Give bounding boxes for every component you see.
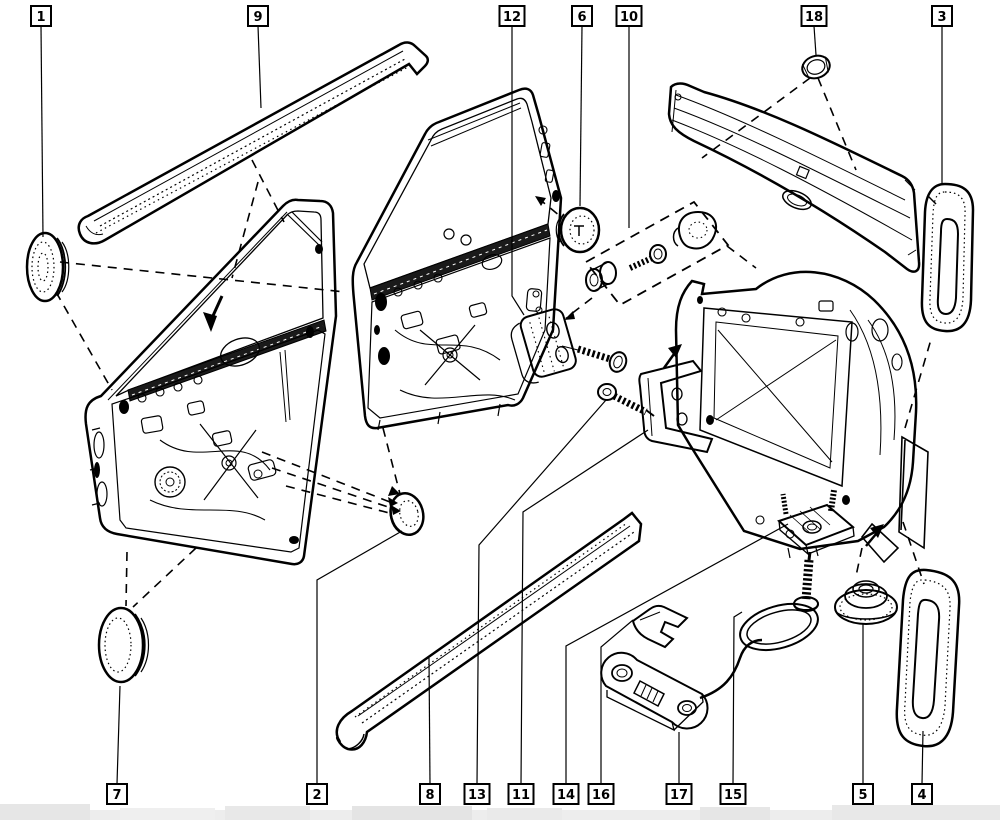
callout-box[interactable] bbox=[30, 5, 52, 27]
callout-leader-line bbox=[921, 730, 924, 785]
sill-trim-strip-upper bbox=[77, 41, 430, 245]
callout-number: 14 bbox=[557, 788, 575, 803]
callout-number: 3 bbox=[937, 10, 946, 25]
callout-leader-line bbox=[316, 530, 403, 784]
callout-number: 7 bbox=[112, 788, 121, 803]
callout-box[interactable] bbox=[852, 783, 874, 805]
callout-14[interactable]: 14 bbox=[552, 523, 789, 805]
oval-plug-upper bbox=[25, 231, 70, 303]
callout-leader-line bbox=[511, 26, 525, 316]
callout-number: 15 bbox=[724, 788, 742, 803]
front-door-assembly bbox=[84, 198, 338, 566]
callout-number: 17 bbox=[670, 788, 688, 803]
callout-box[interactable] bbox=[665, 783, 693, 805]
kit-grommet bbox=[672, 210, 717, 250]
callout-box[interactable] bbox=[247, 5, 269, 27]
oval-plug-lower bbox=[97, 606, 150, 684]
callout-layer: 1 9 12 6 10 18 3 7 2 8 13 11 14 16 17 15 5 4 bbox=[30, 5, 953, 805]
callout-number: 9 bbox=[253, 10, 262, 25]
callout-box[interactable] bbox=[911, 783, 933, 805]
callout-3[interactable]: 3 bbox=[931, 5, 953, 183]
callout-leader-line bbox=[257, 25, 262, 109]
callout-8[interactable]: 8 bbox=[419, 657, 441, 805]
quarter-seal-lower bbox=[895, 568, 961, 748]
callout-box[interactable] bbox=[106, 783, 128, 805]
callout-number: 1 bbox=[36, 10, 45, 25]
callout-leader-line bbox=[476, 399, 607, 785]
callout-box[interactable] bbox=[615, 5, 643, 27]
callout-box[interactable] bbox=[507, 783, 535, 805]
kit-bushing bbox=[585, 261, 617, 292]
direction-arrows bbox=[203, 196, 884, 547]
callout-5[interactable]: 5 bbox=[852, 624, 874, 805]
callout-box[interactable] bbox=[571, 5, 593, 27]
quarter-seal-upper bbox=[920, 182, 975, 333]
callout-box[interactable] bbox=[463, 783, 491, 805]
callout-number: 2 bbox=[312, 788, 321, 803]
fastener-kit-dashed-box bbox=[584, 200, 730, 307]
callout-12[interactable]: 12 bbox=[498, 5, 526, 316]
callout-leader-line bbox=[520, 429, 649, 785]
callout-16[interactable]: 16 bbox=[587, 619, 634, 805]
callout-18[interactable]: 18 bbox=[800, 5, 828, 56]
callout-number: 4 bbox=[917, 788, 926, 803]
callout-box[interactable] bbox=[800, 5, 828, 27]
kit-screw bbox=[628, 244, 667, 271]
callout-7[interactable]: 7 bbox=[106, 685, 128, 805]
callout-number: 8 bbox=[425, 788, 434, 803]
callout-leader-line bbox=[428, 657, 431, 785]
callout-number: 12 bbox=[503, 10, 521, 25]
callout-number: 6 bbox=[577, 10, 586, 25]
callout-17[interactable]: 17 bbox=[665, 732, 693, 805]
callout-15[interactable]: 15 bbox=[719, 611, 747, 805]
callout-leader-line bbox=[116, 685, 121, 785]
check-bracket-screw bbox=[597, 383, 655, 417]
callout-13[interactable]: 13 bbox=[463, 399, 607, 805]
callout-leader-line bbox=[600, 619, 634, 784]
callout-box[interactable] bbox=[306, 783, 328, 805]
callout-box[interactable] bbox=[587, 783, 615, 805]
callout-leader-line bbox=[565, 523, 789, 784]
callout-4[interactable]: 4 bbox=[911, 730, 933, 805]
callout-1[interactable]: 1 bbox=[30, 5, 52, 238]
dashed-reference-lines bbox=[55, 77, 933, 608]
round-plug-rear-door bbox=[555, 206, 601, 254]
stud-plate-assembly bbox=[777, 489, 855, 612]
callout-leader-line bbox=[579, 25, 583, 207]
round-plug-doors bbox=[389, 492, 425, 536]
quarter-window-frame bbox=[667, 82, 921, 273]
callout-number: 10 bbox=[620, 10, 638, 25]
sill-trim-strip-lower bbox=[335, 511, 643, 751]
callout-leader-line bbox=[813, 25, 817, 56]
callout-number: 18 bbox=[805, 10, 823, 25]
callout-leader-line bbox=[732, 611, 743, 785]
callout-box[interactable] bbox=[498, 5, 526, 27]
callout-number: 16 bbox=[592, 788, 610, 803]
callout-10[interactable]: 10 bbox=[615, 5, 643, 228]
callout-number: 11 bbox=[512, 788, 530, 803]
callout-2[interactable]: 2 bbox=[306, 530, 403, 805]
callout-box[interactable] bbox=[719, 783, 747, 805]
callout-leader-line bbox=[40, 25, 44, 238]
door-check-pad bbox=[510, 308, 628, 384]
rear-door-assembly bbox=[351, 87, 563, 431]
callout-number: 13 bbox=[468, 788, 486, 803]
callout-number: 5 bbox=[858, 788, 867, 803]
stud-plate-screw bbox=[793, 551, 819, 612]
callout-box[interactable] bbox=[419, 783, 441, 805]
callout-6[interactable]: 6 bbox=[571, 5, 593, 207]
dome-grommet bbox=[834, 580, 898, 625]
callout-9[interactable]: 9 bbox=[247, 5, 269, 109]
cable-loop bbox=[739, 602, 819, 652]
scan-artifact-band bbox=[0, 804, 1000, 820]
quarter-inner-panel bbox=[674, 270, 929, 564]
callout-11[interactable]: 11 bbox=[507, 429, 649, 805]
retaining-clip bbox=[631, 604, 689, 649]
lock-cable-assembly bbox=[600, 602, 819, 732]
callout-box[interactable] bbox=[552, 783, 580, 805]
quarter-window-clip bbox=[801, 54, 831, 80]
check-pad-screw bbox=[561, 345, 628, 373]
callout-box[interactable] bbox=[931, 5, 953, 27]
